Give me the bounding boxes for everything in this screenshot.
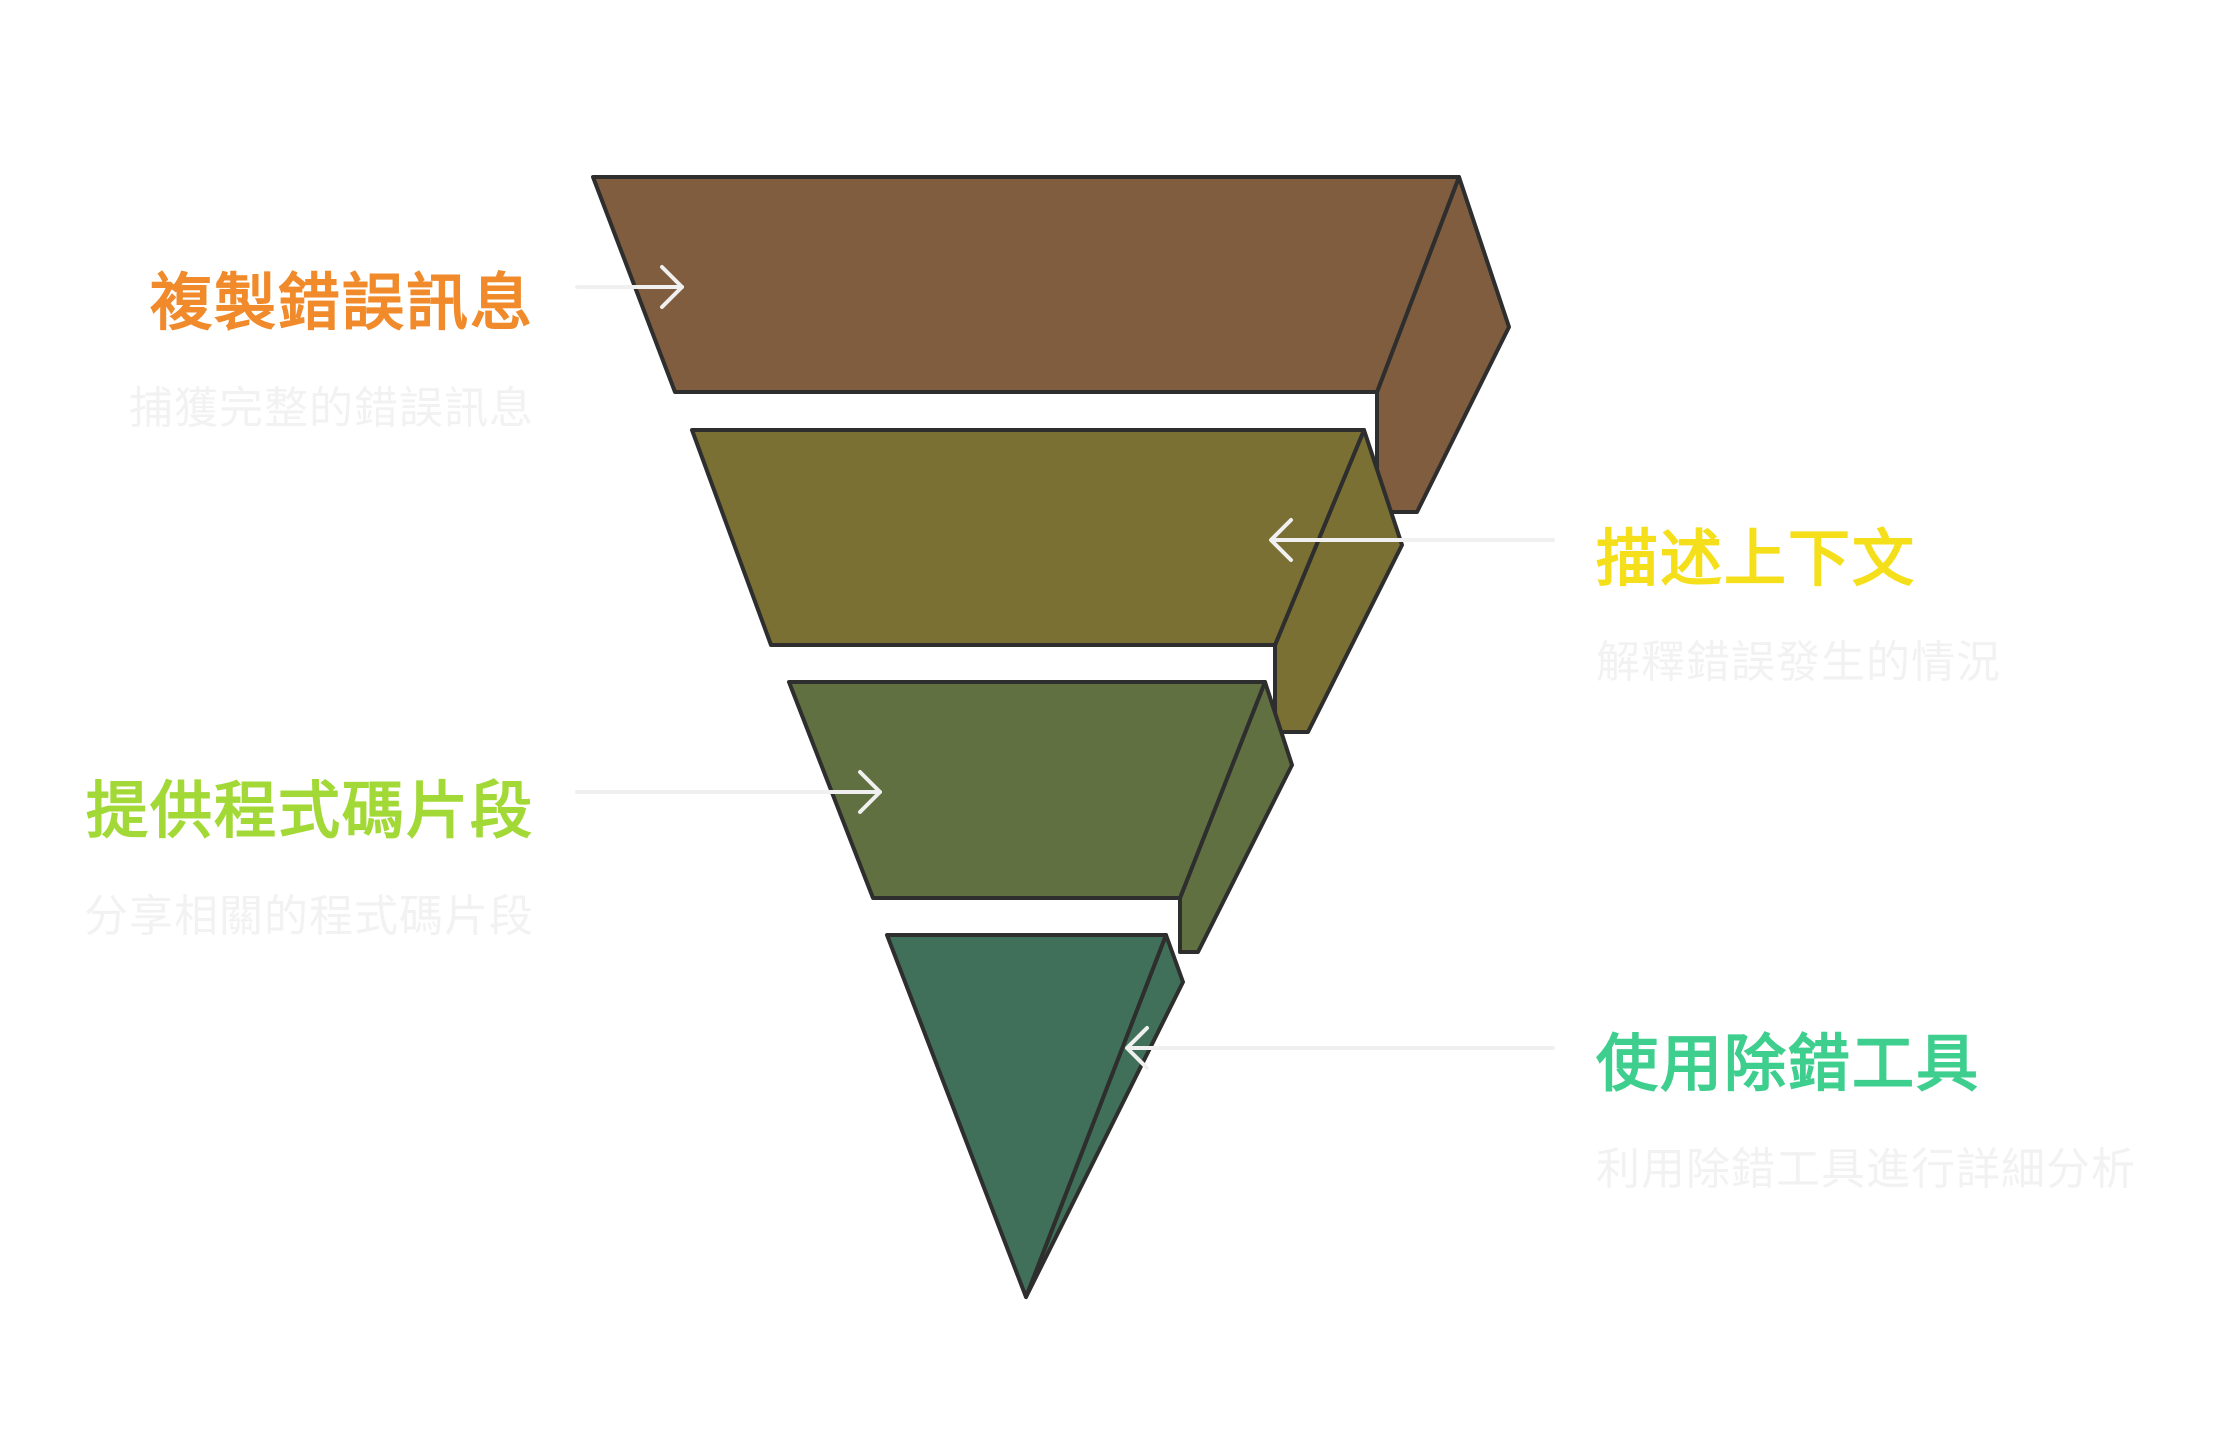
funnel-layer-3-front [787, 680, 1267, 900]
stage-1-title: 複製錯誤訊息 [149, 266, 534, 339]
funnel-layer-4 [885, 933, 1185, 1299]
stage-4-description: 利用除錯工具進行詳細分析 [1596, 1144, 2136, 1195]
funnel-layer-2 [690, 428, 1404, 734]
funnel-layer-1 [591, 175, 1511, 514]
stage-4-title: 使用除錯工具 [1596, 1027, 1981, 1100]
stage-2-title: 描述上下文 [1596, 522, 1917, 595]
connector-3 [575, 770, 882, 814]
connector-1 [575, 265, 684, 309]
funnel-layer-1-front [591, 175, 1461, 394]
stage-3-description: 分享相關的程式碼片段 [84, 891, 534, 942]
stage-1-description: 捕獲完整的錯誤訊息 [129, 383, 534, 434]
funnel-layer-4-front [885, 933, 1168, 1299]
connector-4 [1125, 1026, 1555, 1070]
funnel-layer-2-front [690, 428, 1366, 647]
stage-2-description: 解釋錯誤發生的情況 [1596, 637, 2001, 688]
connector-2 [1269, 518, 1555, 562]
funnel-layer-3 [787, 680, 1294, 954]
stage-3-title: 提供程式碼片段 [85, 774, 534, 847]
